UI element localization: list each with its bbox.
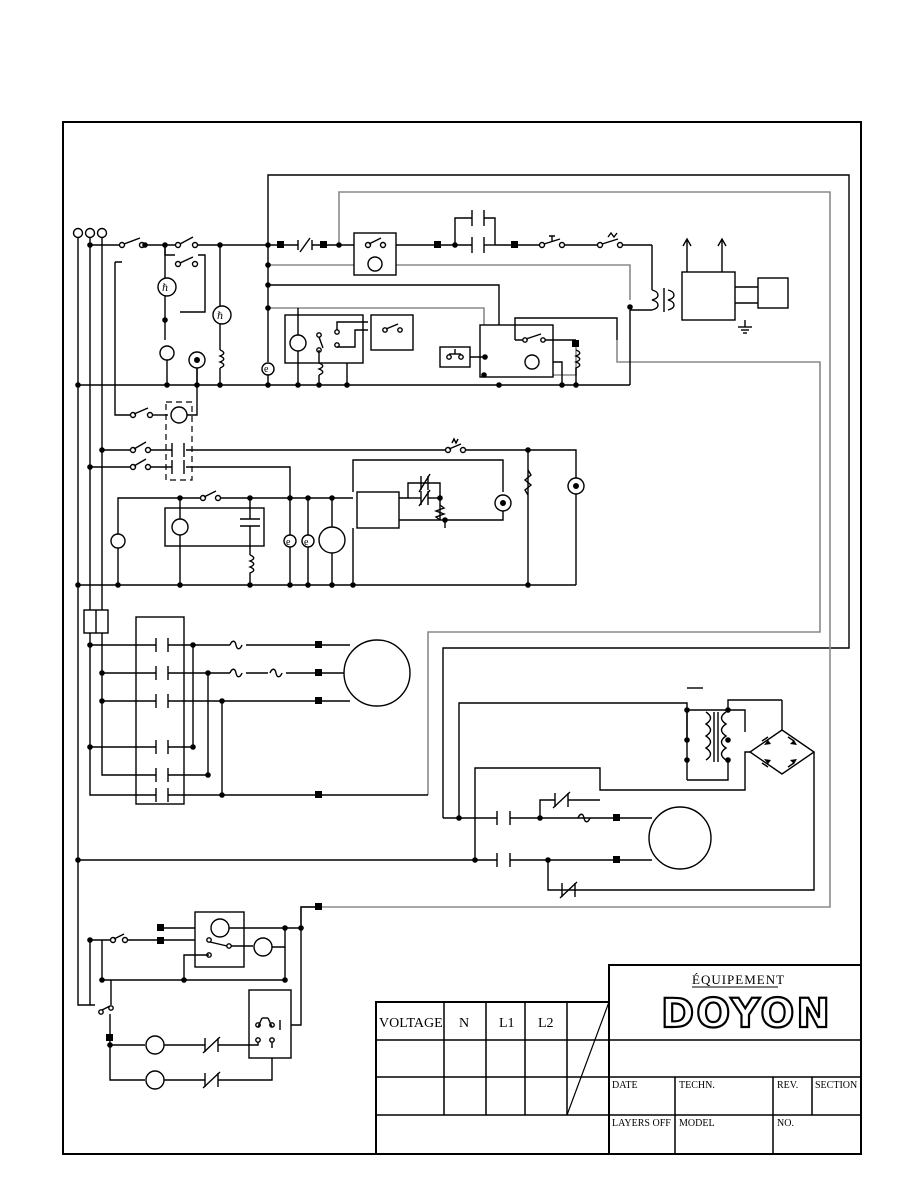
top-rail-nodes [87,241,518,248]
rectifier-motor [75,687,816,899]
layers-off-label: LAYERS OFF [612,1118,671,1129]
contactor-contacts [155,638,169,802]
svg-text:ℏ: ℏ [217,311,223,322]
svg-text:e: e [304,537,309,548]
brand-top-text: ÉQUIPEMENT [692,972,785,987]
title-block: VOLTAGE N L1 L2 ÉQUIPEMENT DOYON DATE TE… [375,964,862,1155]
col-l2-label: L2 [538,1016,554,1031]
date-label: DATE [612,1080,638,1091]
top-rail [90,210,653,290]
rev-label: REV. [777,1080,798,1091]
bottom-left-control [77,860,322,1090]
section-label: SECTION [815,1080,857,1091]
no-label: NO. [777,1118,794,1129]
middle-control: e e [75,261,585,588]
power-section [83,609,428,805]
ignition-module [627,237,789,385]
svg-text:ℏ: ℏ [162,283,168,294]
techn-label: TECHN. [679,1080,715,1091]
upper-control: ℏ ℏ e [75,245,630,388]
line-terminals [72,227,108,860]
col-l1-label: L1 [499,1016,515,1031]
svg-text:e: e [286,537,291,548]
brand-logo: DOYON [661,991,832,1037]
col-n-label: N [459,1016,469,1031]
voltage-label: VOLTAGE [379,1016,443,1031]
svg-text:e: e [264,364,269,375]
model-label: MODEL [679,1118,715,1129]
